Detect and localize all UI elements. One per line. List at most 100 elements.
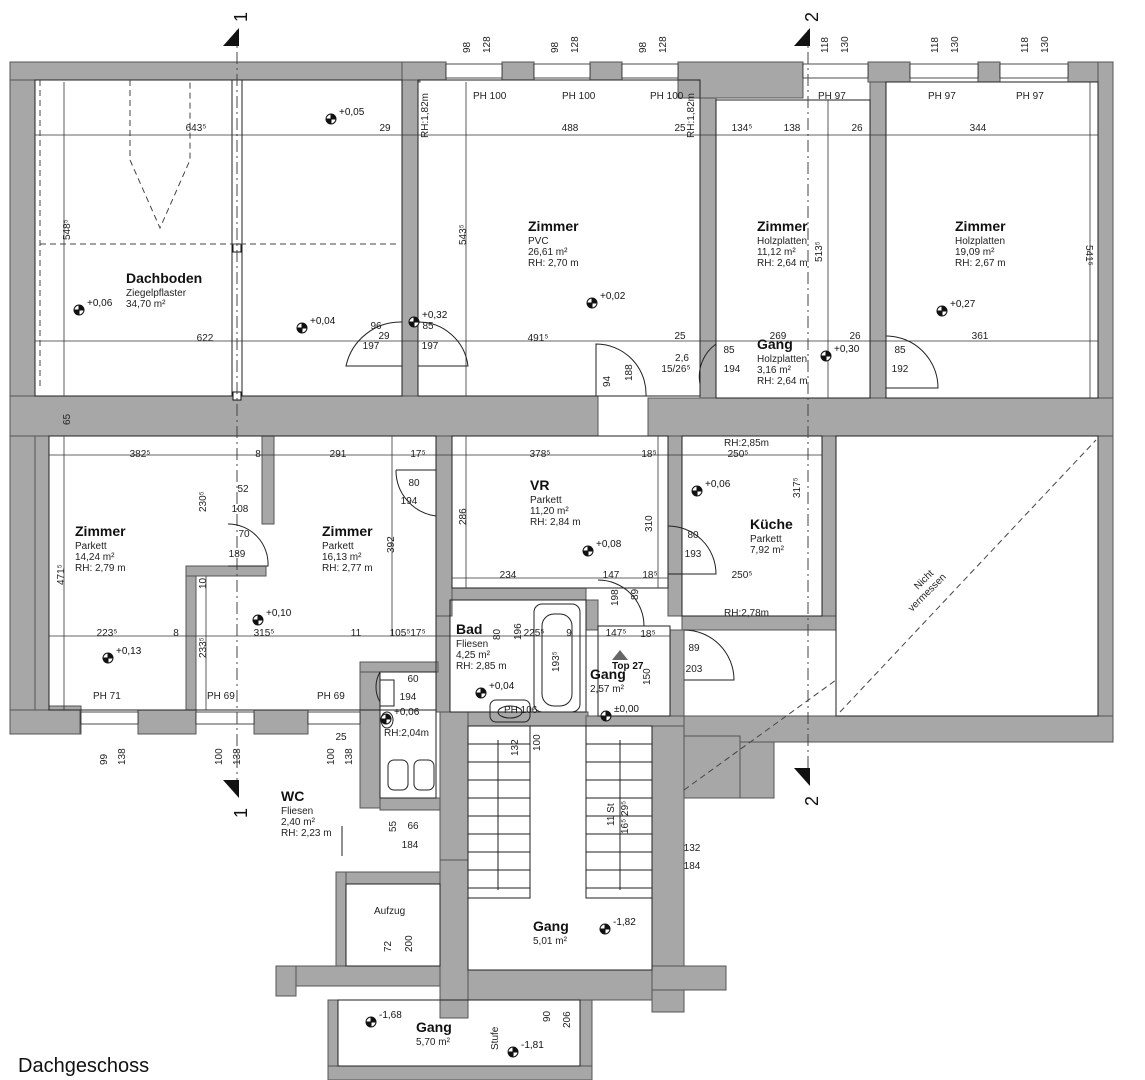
parapet-label: PH 69 bbox=[317, 691, 345, 702]
parapet-label: PH 100 bbox=[473, 91, 507, 102]
section-marker: 2 bbox=[794, 12, 822, 46]
dimension-label: 643⁵ bbox=[186, 123, 207, 134]
room-detail: 7,92 m² bbox=[750, 545, 785, 556]
dimension-label: 85 bbox=[894, 345, 906, 356]
dimension-label: 98 bbox=[638, 41, 649, 53]
dimension-label: 184 bbox=[402, 840, 419, 851]
level-marker: +0,06 bbox=[691, 479, 731, 497]
level-label: +0,05 bbox=[339, 107, 365, 118]
level-label: +0,02 bbox=[600, 291, 626, 302]
dimension-label: 193 bbox=[685, 549, 702, 560]
dimension-label: 194 bbox=[724, 364, 741, 375]
dimension-label: 100 bbox=[326, 748, 337, 765]
room-height-label: RH:1,82m bbox=[420, 93, 431, 138]
dimension-label: 25 bbox=[335, 732, 347, 743]
room-detail: Parkett bbox=[322, 541, 354, 552]
dimension-label: 100 bbox=[214, 748, 225, 765]
level-marker: -1,68 bbox=[365, 1010, 402, 1028]
dimension-label: 89 bbox=[630, 588, 641, 600]
room-detail: Parkett bbox=[75, 541, 107, 552]
dimension-label: 196 bbox=[513, 623, 524, 640]
dimension-label: 198 bbox=[610, 589, 621, 606]
dimension-label: 25 bbox=[674, 331, 686, 342]
dimension-label: 286 bbox=[458, 508, 469, 525]
dimension-label: 223⁵ bbox=[97, 628, 118, 639]
parapet-label: PH 69 bbox=[207, 691, 235, 702]
dimension-label: 118 bbox=[820, 37, 831, 53]
room-detail: Fliesen bbox=[281, 806, 313, 817]
dimension-label: 203 bbox=[686, 664, 703, 675]
level-marker: -1,81 bbox=[507, 1040, 544, 1058]
room-detail: 4,25 m² bbox=[456, 650, 491, 661]
dimension-label: 134⁵ bbox=[732, 123, 753, 134]
dimension-label: 192 bbox=[892, 364, 909, 375]
dimension-label: 200 bbox=[404, 935, 415, 952]
dimension-label: 130 bbox=[840, 36, 851, 53]
room-name: Küche bbox=[750, 516, 793, 532]
parapet-label: PH 106 bbox=[504, 705, 538, 716]
room-height-label: RH:2,85m bbox=[724, 438, 769, 449]
dimension-label: 130 bbox=[950, 36, 961, 53]
room-name: Zimmer bbox=[757, 218, 808, 234]
section-marker: 1 bbox=[223, 12, 251, 46]
section-label: 1 bbox=[231, 12, 251, 22]
level-label: +0,10 bbox=[266, 608, 292, 619]
room-detail: Parkett bbox=[530, 495, 562, 506]
dimension-label: 194 bbox=[401, 496, 418, 507]
parapet-label: PH 97 bbox=[928, 91, 956, 102]
room-gang_stair: Gang 5,01 m² bbox=[533, 918, 569, 947]
dimension-label: 10 bbox=[198, 577, 209, 589]
room-detail: RH: 2,23 m bbox=[281, 828, 332, 839]
dimension-label: 17⁵ bbox=[410, 628, 425, 639]
top-27-label: Top 27 bbox=[612, 661, 644, 672]
dimension-label: 138 bbox=[784, 123, 801, 134]
dimension-label: 233⁵ bbox=[198, 637, 209, 658]
dimension-label: 471⁵ bbox=[56, 564, 67, 585]
room-detail: RH: 2,85 m bbox=[456, 661, 507, 672]
room-name: Zimmer bbox=[955, 218, 1006, 234]
section-label: 2 bbox=[802, 12, 822, 22]
level-label: +0,32 bbox=[422, 310, 448, 321]
dimension-label: 72 bbox=[383, 940, 394, 952]
dimension-label: 29 bbox=[378, 331, 390, 342]
dimension-label: 138 bbox=[232, 748, 243, 765]
dimension-label: 100 bbox=[532, 734, 543, 751]
dimension-label: 80 bbox=[492, 628, 503, 640]
room-detail: 2,40 m² bbox=[281, 817, 316, 828]
room-outlines bbox=[34, 79, 1099, 1067]
dimension-label: 234 bbox=[500, 570, 517, 581]
level-label: +0,27 bbox=[950, 299, 976, 310]
doors bbox=[227, 321, 939, 856]
section-marker: 1 bbox=[223, 780, 251, 818]
room-detail: 16,13 m² bbox=[322, 552, 362, 563]
parapet-label: PH 71 bbox=[93, 691, 121, 702]
stufe-label: Stufe bbox=[490, 1026, 501, 1050]
dimension-label: 138 bbox=[117, 748, 128, 765]
dimension-label: 99 bbox=[99, 753, 110, 765]
room-detail: 19,09 m² bbox=[955, 247, 995, 258]
level-marker: +0,08 bbox=[582, 539, 622, 557]
dimension-label: 147⁵ bbox=[606, 628, 627, 639]
dimension-label: 132 bbox=[684, 843, 701, 854]
dimension-label: 541⁵ bbox=[1083, 245, 1094, 266]
level-marker: +0,30 bbox=[820, 344, 860, 362]
dimension-label: 513⁵ bbox=[814, 241, 825, 262]
dimension-label: 197 bbox=[422, 341, 439, 352]
room-aufzug: Aufzug bbox=[374, 906, 405, 917]
dimension-label: 2,6 bbox=[675, 353, 689, 364]
room-detail: 5,01 m² bbox=[533, 936, 568, 947]
room-detail: RH: 2,64 m bbox=[757, 258, 808, 269]
room-name: Gang bbox=[533, 918, 569, 934]
dimension-label: 622 bbox=[197, 333, 214, 344]
room-name: Zimmer bbox=[75, 523, 126, 539]
